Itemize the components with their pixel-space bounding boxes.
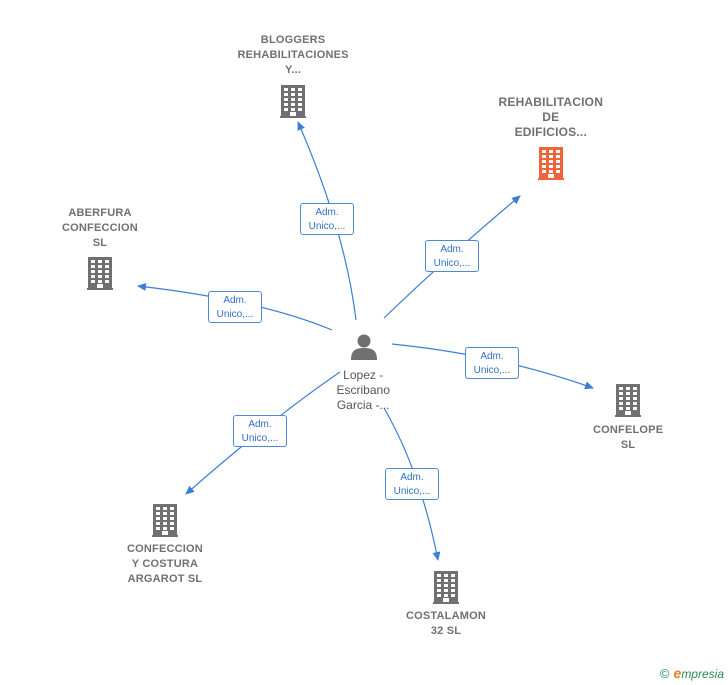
edge-label-line: Unico,... [473, 365, 511, 376]
company-label-line: Y COSTURA [131, 558, 199, 570]
edge-label-line: Adm. [248, 419, 272, 430]
company-label-line: Y... [285, 64, 302, 76]
copyright-symbol: © [659, 666, 670, 681]
edge-label-confelope[interactable]: Adm. Unico,... [465, 347, 519, 379]
edge-label-line: Adm. [400, 472, 424, 483]
company-label-aberfura[interactable]: ABERFURA CONFECCION SL [62, 206, 138, 251]
company-label-argarot[interactable]: CONFECCION Y COSTURA ARGAROT SL [127, 542, 203, 587]
company-label-line: ABERFURA [68, 207, 132, 219]
company-label-line: 32 SL [430, 625, 462, 637]
edge-label-line: Unico,... [433, 258, 471, 269]
company-label-line: SL [92, 237, 108, 249]
company-label-bloggers[interactable]: BLOGGERS REHABILITACIONES Y... [238, 33, 349, 78]
edge-label-line: Adm. [480, 351, 504, 362]
company-label-line: REHABILITACIONES [237, 49, 349, 61]
person-label-line: Lopez - [343, 368, 384, 382]
company-label-line: COSTALAMON [406, 610, 487, 622]
brand-name: mpresia [681, 667, 724, 681]
company-label-line: CONFECCION [62, 222, 138, 234]
empresia-watermark: ©empresia [660, 665, 724, 681]
edge-label-line: Adm. [315, 207, 339, 218]
brand-initial: e [673, 665, 682, 681]
company-label-line: SL [620, 439, 636, 451]
building-icon[interactable] [87, 256, 113, 295]
company-label-costalamon[interactable]: COSTALAMON 32 SL [406, 609, 486, 639]
person-label-line: Garcia -... [336, 398, 390, 412]
edge-label-argarot[interactable]: Adm. Unico,... [233, 415, 287, 447]
company-label-line: ARGAROT SL [127, 573, 203, 585]
building-icon[interactable] [433, 570, 459, 609]
edge-label-line: Unico,... [216, 309, 254, 320]
company-label-line: CONFECCION [127, 543, 203, 555]
company-label-line: CONFELOPE [593, 424, 664, 436]
edge-label-line: Adm. [440, 244, 464, 255]
edge-label-bloggers[interactable]: Adm. Unico,... [300, 203, 354, 235]
edge-label-line: Unico,... [308, 221, 346, 232]
building-icon[interactable] [280, 84, 306, 123]
edge-label-rehab[interactable]: Adm. Unico,... [425, 240, 479, 272]
company-label-line: EDIFICIOS... [514, 125, 587, 139]
company-label-confelope[interactable]: CONFELOPE SL [593, 423, 663, 453]
building-icon[interactable] [538, 146, 564, 185]
building-icon[interactable] [152, 503, 178, 542]
edge-label-aberfura[interactable]: Adm. Unico,... [208, 291, 262, 323]
company-label-line: REHABILITACION [498, 95, 604, 109]
edge-label-line: Adm. [223, 295, 247, 306]
company-label-line: BLOGGERS [260, 34, 326, 46]
company-label-line: DE [542, 110, 560, 124]
person-label-line: Escribano [336, 383, 390, 397]
building-icon[interactable] [615, 383, 641, 422]
edge-label-costalamon[interactable]: Adm. Unico,... [385, 468, 439, 500]
edge-label-line: Unico,... [241, 433, 279, 444]
edge-label-line: Unico,... [393, 486, 431, 497]
person-icon[interactable] [350, 332, 378, 365]
